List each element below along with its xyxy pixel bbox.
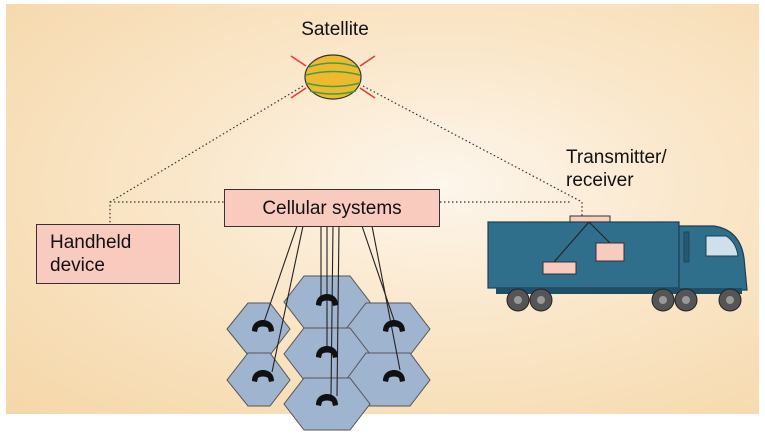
truck-roof-antenna bbox=[569, 215, 611, 223]
hex-cell bbox=[226, 352, 291, 407]
hex-cell bbox=[283, 377, 371, 431]
satellite-label: Satellite bbox=[301, 19, 369, 40]
transmitter-label-line2: receiver bbox=[566, 170, 634, 191]
handheld-label-line1: Handheld bbox=[50, 232, 132, 253]
transmitter-label-line1: Transmitter/ bbox=[566, 147, 667, 168]
transmitter-unit-large bbox=[595, 242, 625, 262]
cellular-systems-box: Cellular systems bbox=[224, 189, 440, 227]
hex-cell bbox=[226, 302, 291, 356]
handheld-label-line2: device bbox=[50, 255, 105, 276]
truck-cab-window bbox=[705, 235, 739, 257]
cellular-systems-label: Cellular systems bbox=[262, 198, 402, 219]
network-links bbox=[109, 85, 583, 224]
satellite-to-transmitter-link bbox=[362, 85, 583, 216]
transmitter-unit-small bbox=[542, 261, 577, 275]
truck-icon bbox=[487, 215, 748, 312]
handheld-device-box: Handheld device bbox=[36, 224, 180, 284]
truck-exhaust bbox=[683, 231, 690, 263]
satellite-icon bbox=[290, 54, 376, 100]
transmitter-label: Transmitter/ receiver bbox=[566, 146, 667, 192]
cellular-connection-lines bbox=[263, 225, 401, 397]
truck-chassis bbox=[496, 288, 742, 294]
truck-trailer bbox=[487, 221, 680, 289]
